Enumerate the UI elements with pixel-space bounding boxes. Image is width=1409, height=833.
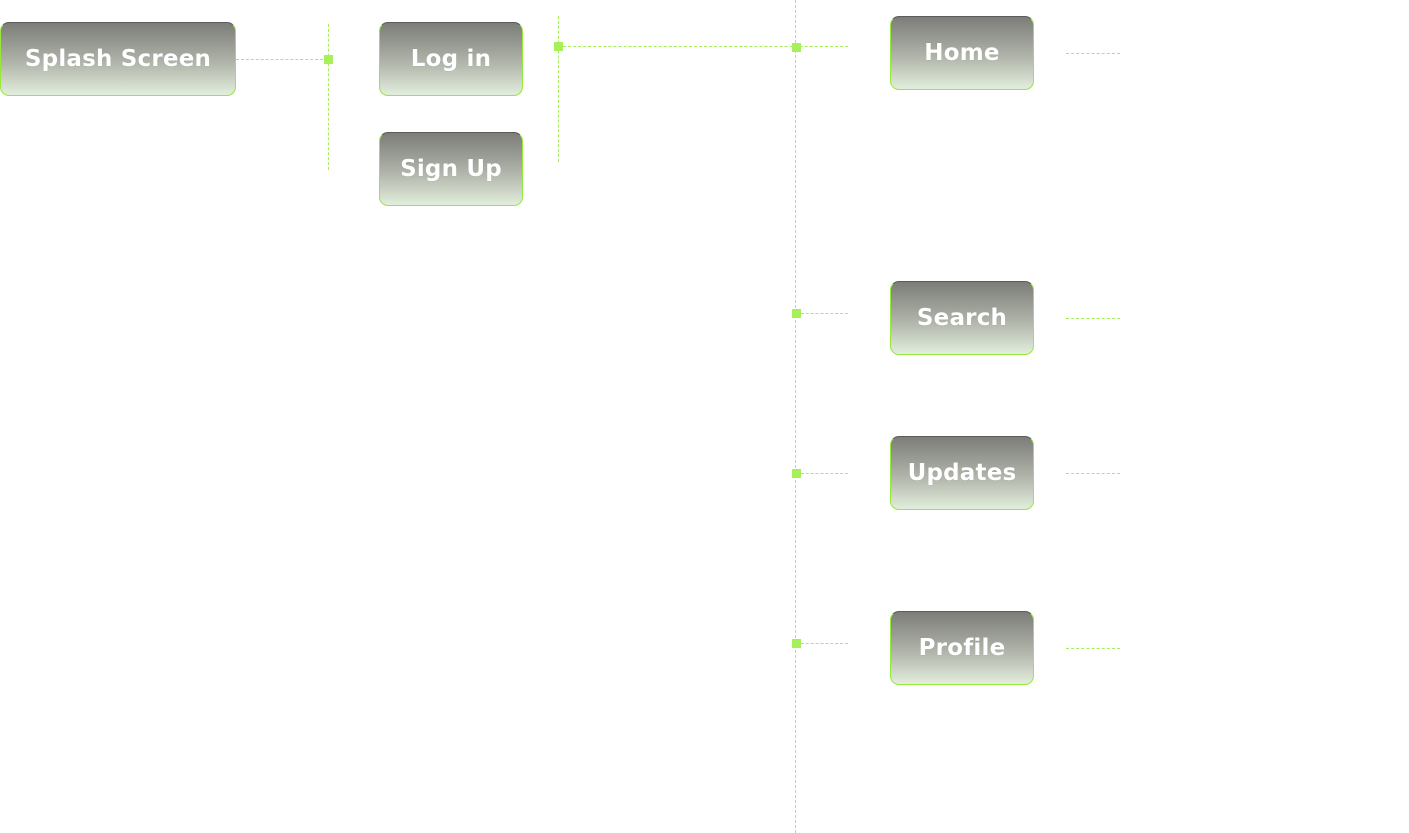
connector-auth-to-main <box>558 46 848 47</box>
connector-auth-branch <box>328 24 329 170</box>
connector-updates-out <box>1066 473 1120 474</box>
node-profile[interactable]: Profile <box>890 611 1034 685</box>
connector-splash-to-auth <box>236 59 328 60</box>
node-home[interactable]: Home <box>890 16 1034 90</box>
connector-search-out <box>1066 318 1120 319</box>
connector-home-out <box>1066 53 1120 54</box>
node-sign-up[interactable]: Sign Up <box>379 132 523 206</box>
node-splash-screen[interactable]: Splash Screen <box>0 22 236 96</box>
connector-profile-out <box>1066 648 1120 649</box>
connector-auth-merge <box>558 16 559 162</box>
connector-to-profile <box>796 643 848 644</box>
junction-auth <box>324 55 333 64</box>
node-updates[interactable]: Updates <box>890 436 1034 510</box>
junction-home <box>792 43 801 52</box>
node-search[interactable]: Search <box>890 281 1034 355</box>
connector-to-updates <box>796 473 848 474</box>
connector-main-trunk <box>795 0 796 833</box>
connector-to-search <box>796 313 848 314</box>
node-log-in[interactable]: Log in <box>379 22 523 96</box>
